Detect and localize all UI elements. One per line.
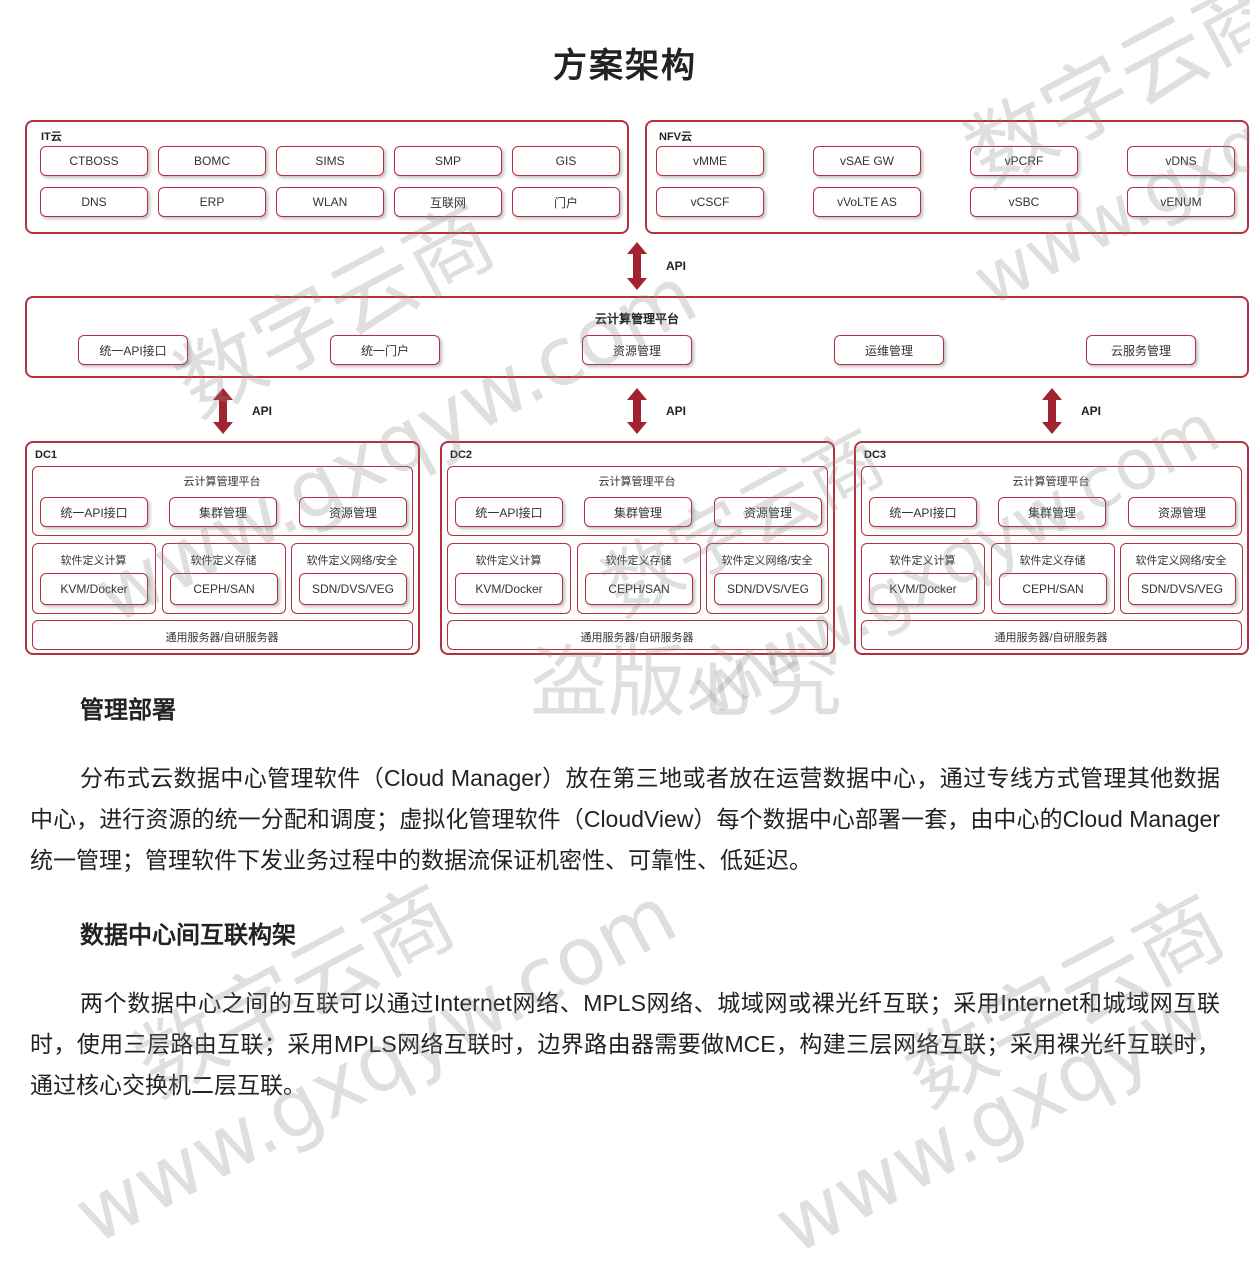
it-service-box: ERP [158, 187, 266, 217]
bidirectional-arrow-icon [627, 242, 647, 290]
platform-item-box: 资源管理 [582, 335, 692, 365]
platform-item-box: 运维管理 [834, 335, 944, 365]
nfv-service-box: vENUM [1127, 187, 1235, 217]
dc-label: DC3 [864, 449, 887, 461]
dc-servers-box: 通用服务器/自研服务器 [861, 620, 1242, 650]
bidirectional-arrow-icon [213, 388, 233, 434]
dc-platform-title: 云计算管理平台 [598, 476, 676, 488]
dc-column-item: KVM/Docker [869, 573, 977, 605]
dc-servers-label: 通用服务器/自研服务器 [580, 632, 694, 644]
dc-mgmt-box: 集群管理 [998, 497, 1106, 527]
nfv-service-box: vPCRF [970, 146, 1078, 176]
dc-platform-title: 云计算管理平台 [183, 476, 261, 488]
dc-mgmt-box: 资源管理 [299, 497, 407, 527]
platform-title: 云计算管理平台 [594, 312, 679, 326]
nfv-cloud-label: NFV云 [659, 131, 692, 143]
api-label: API [666, 259, 687, 273]
dc-column-item: SDN/DVS/VEG [1128, 573, 1236, 605]
dc-column-title: 软件定义存储 [605, 555, 672, 567]
bidirectional-arrow-icon [627, 388, 647, 434]
section-heading: 管理部署 [80, 697, 176, 724]
dc-servers-box: 通用服务器/自研服务器 [447, 620, 828, 650]
dc-column-title: 软件定义计算 [889, 555, 956, 567]
dc-mgmt-box: 统一API接口 [40, 497, 148, 527]
dc-mgmt-box: 统一API接口 [869, 497, 977, 527]
it-cloud-label: IT云 [41, 131, 62, 143]
dc-column-item: CEPH/SAN [999, 573, 1107, 605]
nfv-service-box: vDNS [1127, 146, 1235, 176]
dc-servers-box: 通用服务器/自研服务器 [32, 620, 413, 650]
dc-mgmt-box: 集群管理 [169, 497, 277, 527]
it-service-box: GIS [512, 146, 620, 176]
nfv-service-box: vSBC [970, 187, 1078, 217]
it-service-box: BOMC [158, 146, 266, 176]
dc-column-title: 软件定义网络/安全 [306, 555, 398, 567]
section-paragraph: 两个数据中心之间的互联可以通过Internet网络、MPLS网络、城域网或裸光纤… [30, 990, 1220, 1098]
it-service-box: 互联网 [394, 187, 502, 217]
dc-column-title: 软件定义存储 [190, 555, 257, 567]
dc-column-title: 软件定义计算 [60, 555, 127, 567]
it-service-box: WLAN [276, 187, 384, 217]
dc-column-title: 软件定义计算 [475, 555, 542, 567]
dc-servers-label: 通用服务器/自研服务器 [165, 632, 279, 644]
it-service-box: SMP [394, 146, 502, 176]
platform-item-box: 统一API接口 [78, 335, 188, 365]
nfv-service-box: vCSCF [656, 187, 764, 217]
it-service-box: CTBOSS [40, 146, 148, 176]
dc-column-item: KVM/Docker [40, 573, 148, 605]
page-title: 方案架构 [553, 47, 697, 85]
dc-mgmt-box: 统一API接口 [455, 497, 563, 527]
nfv-service-box: vSAE GW [813, 146, 921, 176]
it-service-box: DNS [40, 187, 148, 217]
dc-column-item: CEPH/SAN [585, 573, 693, 605]
section-paragraph: 分布式云数据中心管理软件（Cloud Manager）放在第三地或者放在运营数据… [30, 765, 1220, 873]
platform-item-box: 云服务管理 [1086, 335, 1196, 365]
dc-mgmt-box: 资源管理 [1128, 497, 1236, 527]
dc-mgmt-box: 集群管理 [584, 497, 692, 527]
dc-column-item: SDN/DVS/VEG [299, 573, 407, 605]
section-heading: 数据中心间互联构架 [80, 922, 296, 949]
api-label: API [666, 404, 687, 418]
bidirectional-arrow-icon [1042, 388, 1062, 434]
nfv-service-box: vMME [656, 146, 764, 176]
it-service-box: 门户 [512, 187, 620, 217]
api-label: API [252, 404, 273, 418]
it-service-box: SIMS [276, 146, 384, 176]
dc-column-item: CEPH/SAN [170, 573, 278, 605]
dc-column-title: 软件定义网络/安全 [721, 555, 813, 567]
dc-mgmt-box: 资源管理 [714, 497, 822, 527]
dc-column-item: SDN/DVS/VEG [714, 573, 822, 605]
dc-column-item: KVM/Docker [455, 573, 563, 605]
dc-servers-label: 通用服务器/自研服务器 [994, 632, 1108, 644]
dc-platform-title: 云计算管理平台 [1012, 476, 1090, 488]
api-label: API [1081, 404, 1102, 418]
platform-item-box: 统一门户 [330, 335, 440, 365]
dc-column-title: 软件定义存储 [1019, 555, 1086, 567]
dc-label: DC1 [35, 449, 58, 461]
dc-label: DC2 [450, 449, 473, 461]
dc-column-title: 软件定义网络/安全 [1135, 555, 1227, 567]
nfv-service-box: vVoLTE AS [813, 187, 921, 217]
